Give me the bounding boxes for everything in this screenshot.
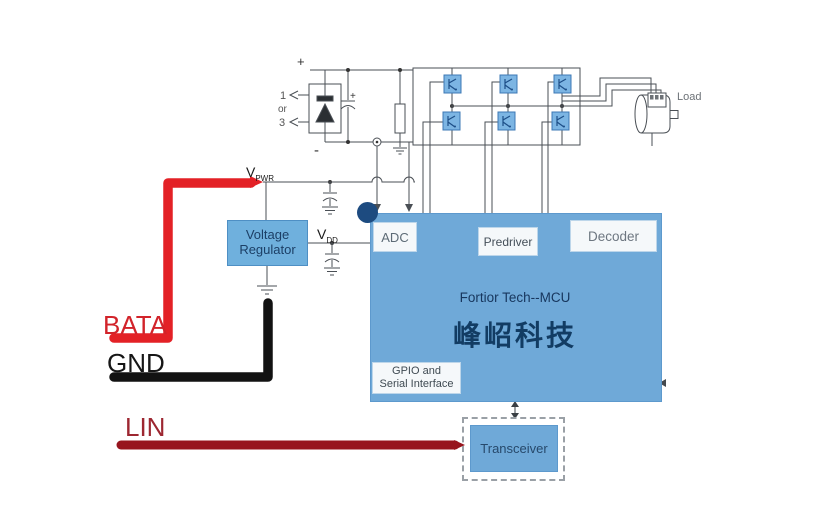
dc-rails <box>310 69 413 143</box>
mcu-brand-name: 峰岹科技 <box>452 320 577 351</box>
bata-power-line <box>109 178 256 343</box>
voltage-regulator-label-line1: Voltage <box>245 227 290 243</box>
lin-line-tip <box>454 440 465 450</box>
rectifier-input-or: or <box>278 104 288 115</box>
decoder-block: Decoder <box>570 220 657 252</box>
adc-label: ADC <box>381 229 409 245</box>
gpio-serial-block: GPIO and Serial Interface <box>372 362 461 394</box>
mcu-right-arrow <box>659 379 666 387</box>
shunt-resistor <box>393 70 407 155</box>
mcu-corner-dot <box>357 202 378 223</box>
vdd-label-sub: DD <box>326 235 338 245</box>
vpwr-label-main: V <box>246 164 256 180</box>
transistor-icon <box>499 74 518 94</box>
transceiver-block: Transceiver <box>470 425 558 472</box>
minus-rail-label: - <box>314 142 319 159</box>
rectifier-diode-block <box>288 83 342 134</box>
mcu-title: Fortior Tech--MCU <box>459 290 571 305</box>
vpwr-label-sub: PWR <box>255 173 275 183</box>
bata-label: BATA <box>103 310 168 340</box>
rectifier-input-3: 3 <box>279 117 285 129</box>
lin-label: LIN <box>125 412 166 442</box>
predriver-label: Predriver <box>483 234 533 249</box>
bridge-transistors <box>442 74 572 131</box>
bulk-capacitor <box>340 70 356 142</box>
vdd-label: VDD <box>317 226 338 245</box>
voltage-regulator-label-line2: Regulator <box>239 242 296 257</box>
adc-block: ADC <box>373 222 417 252</box>
vpwr-capacitor <box>322 182 338 215</box>
gpio-label-line2: Serial Interface <box>379 378 454 390</box>
gnd-label: GND <box>107 348 165 378</box>
decoder-label: Decoder <box>587 228 640 244</box>
vpwr-label: VPWR <box>246 164 274 183</box>
rectifier-input-1: 1 <box>280 90 286 102</box>
gate-drive-wires <box>422 81 554 213</box>
load-label: Load <box>677 91 701 103</box>
transistor-icon <box>443 74 462 94</box>
transistor-icon <box>497 111 516 131</box>
transistor-icon <box>551 111 570 131</box>
bata-line-tip <box>250 176 263 188</box>
transceiver-dashed-outline <box>462 417 565 481</box>
gpio-label-line1: GPIO and <box>392 364 441 377</box>
motor-load <box>634 92 679 146</box>
voltage-regulator-block: Voltage Regulator <box>227 220 308 266</box>
gnd-power-line <box>109 298 273 382</box>
transistor-icon <box>442 111 461 131</box>
vpwr-line <box>263 176 415 220</box>
transceiver-label: Transceiver <box>480 441 548 456</box>
vdd-label-main: V <box>317 226 327 242</box>
cap-plus-label: + <box>350 91 356 102</box>
transistor-icon <box>553 74 572 94</box>
predriver-block: Predriver <box>478 227 538 256</box>
test-point-connector <box>372 137 382 147</box>
mcu-transceiver-arrow <box>511 401 519 419</box>
regulator-ground <box>257 266 277 295</box>
plus-rail-label: + <box>297 54 305 69</box>
phase-wires <box>562 77 662 107</box>
vdd-line <box>308 242 370 276</box>
